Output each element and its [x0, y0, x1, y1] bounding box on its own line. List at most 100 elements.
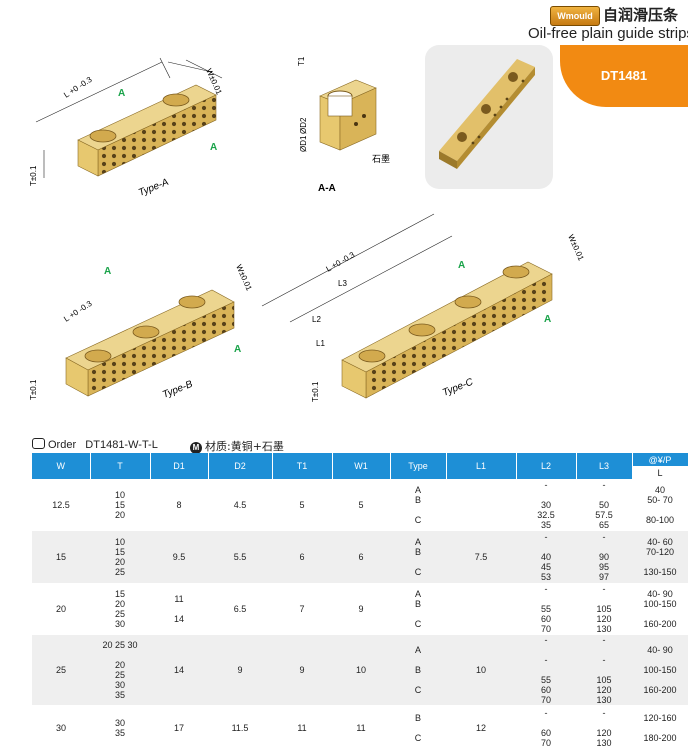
- th-t: T: [90, 453, 151, 479]
- th-type: Type: [390, 453, 447, 479]
- phone-icon: [32, 438, 45, 449]
- cell-t: 20 25 30 20 25 30 35: [90, 635, 150, 705]
- arrow-a-b1: A: [104, 266, 111, 277]
- cell-w1: 11: [332, 705, 390, 751]
- cell-d2: 6.5: [208, 583, 272, 635]
- arrow-a-c2: A: [544, 314, 551, 325]
- page-title-en: Oil-free plain guide strips: [528, 25, 688, 42]
- cell-type: B C: [390, 705, 446, 751]
- price-header: @¥/P: [648, 454, 672, 465]
- cell-w1: 5: [332, 479, 390, 531]
- cell-w1: 10: [332, 635, 390, 705]
- cell-l1: 12: [446, 705, 516, 751]
- cell-t: 10 15 20 25: [90, 531, 150, 583]
- order-label: Order: [48, 439, 77, 451]
- cell-t1: 7: [272, 583, 332, 635]
- th-l3: L3: [576, 453, 633, 479]
- cell-l: 40- 90 100-150 160-200: [632, 635, 688, 705]
- material-label: 材质:黄铜+石墨: [205, 440, 284, 453]
- dim-t-c: T±0.1: [311, 381, 320, 402]
- cell-d2: 4.5: [208, 479, 272, 531]
- dim-l3-c: L3: [338, 279, 347, 288]
- cell-w: 30: [32, 705, 90, 751]
- cell-l: 40- 60 70-120 130-150: [632, 531, 688, 583]
- dim-t-b: T±0.1: [29, 379, 38, 400]
- cell-d2: 11.5: [208, 705, 272, 751]
- cell-l3: - 120 130: [576, 705, 632, 751]
- cell-l1: 7.5: [446, 531, 516, 583]
- cell-l2: - 60 70: [516, 705, 576, 751]
- cell-l2: - 40 45 53: [516, 531, 576, 583]
- cell-w1: 6: [332, 531, 390, 583]
- cell-type: A B C: [390, 583, 446, 635]
- order-code-value: DT1481-W-T-L: [85, 439, 158, 451]
- cell-l1: [446, 479, 516, 531]
- arrow-a-b2: A: [234, 344, 241, 355]
- drawing-type-a: L +0 -0.3 W±0.01 T±0.1 A A Type-A: [29, 57, 224, 199]
- dim-t1: T1: [297, 56, 306, 66]
- cell-t: 10 15 20: [90, 479, 150, 531]
- dim-l-c: L +0 -0.3: [325, 250, 357, 274]
- label-type-a: Type-A: [137, 177, 171, 199]
- cell-w1: 9: [332, 583, 390, 635]
- label-type-b: Type-B: [161, 379, 195, 401]
- th-l1: L1: [446, 453, 517, 479]
- cell-d1: 8: [150, 479, 208, 531]
- cell-l: 120-160 180-200: [632, 705, 688, 751]
- cell-w: 25: [32, 635, 90, 705]
- cell-d2: 9: [208, 635, 272, 705]
- th-d2: D2: [208, 453, 273, 479]
- dim-l-b: L +0 -0.3: [62, 299, 94, 324]
- order-code: Order DT1481-W-T-L: [32, 438, 158, 451]
- page-title-cn: 自润滑压条: [603, 6, 679, 24]
- cell-l3: - - 105 120 130: [576, 635, 632, 705]
- dim-l2-c: L2: [312, 315, 321, 324]
- cell-t1: 5: [272, 479, 332, 531]
- section-label: A-A: [318, 183, 336, 194]
- material-icon: M: [190, 442, 202, 454]
- cell-l3: - 105 120 130: [576, 583, 632, 635]
- dim-w-b: W±0.01: [234, 263, 254, 292]
- cell-d2: 5.5: [208, 531, 272, 583]
- cell-l2: - - 55 60 70: [516, 635, 576, 705]
- cell-w: 12.5: [32, 479, 90, 531]
- cell-t: 30 35: [90, 705, 150, 751]
- dim-w-c: W±0.01: [566, 233, 586, 262]
- th-w1: W1: [332, 453, 391, 479]
- product-photo: [425, 45, 553, 189]
- brand-logo: Wmould: [550, 6, 600, 26]
- cell-t1: 6: [272, 531, 332, 583]
- cell-w: 20: [32, 583, 90, 635]
- arrow-a-c1: A: [458, 260, 465, 271]
- graphite-label: 石墨: [372, 154, 390, 164]
- cell-type: A B C: [390, 531, 446, 583]
- th-w: W: [32, 453, 91, 479]
- cell-l2: - 30 32.5 35: [516, 479, 576, 531]
- th-d1: D1: [150, 453, 209, 479]
- cell-l3: - 50 57.5 65: [576, 479, 632, 531]
- cell-type: A B C: [390, 635, 446, 705]
- cell-t1: 11: [272, 705, 332, 751]
- technical-drawings: L +0 -0.3 W±0.01 T±0.1 A A Type-A T1 ØD2…: [29, 56, 586, 402]
- cell-w: 15: [32, 531, 90, 583]
- arrow-a-a2: A: [210, 142, 217, 153]
- cell-l1: [446, 583, 516, 635]
- drawing-type-c: L +0 -0.3 L3 L2 L1 W±0.01 T±0.1 A A Type…: [261, 213, 586, 402]
- cell-t1: 9: [272, 635, 332, 705]
- cell-d1: 9.5: [150, 531, 208, 583]
- dim-t-a: T±0.1: [29, 165, 38, 186]
- price-sub-header: L: [632, 466, 688, 479]
- cell-d1: 11 14: [150, 583, 208, 635]
- product-code-badge: DT1481: [560, 45, 688, 107]
- cell-l: 40 50- 70 80-100: [632, 479, 688, 531]
- cell-d1: 17: [150, 705, 208, 751]
- cell-type: A B C: [390, 479, 446, 531]
